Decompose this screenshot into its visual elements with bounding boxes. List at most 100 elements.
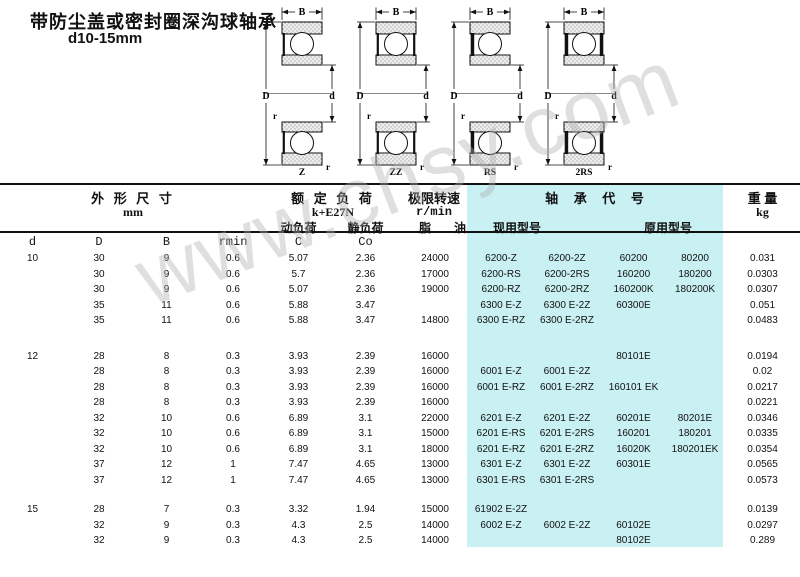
dim-label-d: d (329, 91, 335, 102)
table-cell-d: 10 (26, 253, 39, 264)
table-cell-C: 3.93 (288, 397, 309, 408)
table-cell-orig2: 80200 (681, 253, 709, 264)
table-cell-speed: 22000 (421, 412, 449, 424)
table-cell-speed: 16000 (421, 397, 449, 408)
table-cell-B: 11 (161, 299, 172, 311)
table-cell-B: 8 (163, 366, 170, 377)
table-cell-d (0, 313, 65, 329)
header-original-model: 原用型号 (643, 221, 692, 235)
table-cell-B: 10 (160, 428, 173, 439)
table-cell-Co: 2.5 (358, 519, 373, 531)
table-cell-orig1 (602, 473, 665, 489)
table-cell-r: 0.6 (226, 253, 240, 264)
table-cell-B: 10 (160, 412, 173, 424)
table-cell-orig1: 160201 (616, 428, 651, 439)
table-cell-r: 0.6 (226, 412, 240, 424)
col-label-D: D (95, 235, 103, 249)
table-cell-d (0, 518, 65, 534)
table-cell-orig1: 160200 (616, 268, 651, 280)
table-cell-speed: 13000 (421, 474, 449, 486)
dim-label-D: D (450, 91, 457, 102)
table-cell-B: 10 (160, 443, 173, 455)
table-cell-B: 9 (163, 268, 170, 280)
variant-label: RS (484, 168, 496, 176)
table-cell-wt: 0.0354 (747, 443, 778, 455)
table-cell-D: 28 (93, 350, 105, 362)
table-cell-wt: 0.0297 (747, 519, 778, 531)
group-spacer (0, 488, 800, 502)
table-cell-C: 7.47 (288, 459, 309, 470)
table-cell-r: 0.3 (226, 397, 240, 408)
table-cell-orig2: 180201EK (671, 443, 719, 455)
table-cell-orig1: 60200 (619, 253, 648, 264)
dim-label-r-right: r (608, 162, 612, 172)
table-cell-C: 4.3 (291, 519, 306, 531)
table-cell-wt: 0.289 (749, 535, 776, 546)
table-cell-speed: 18000 (421, 443, 449, 455)
table-cell-Co: 3.47 (355, 299, 376, 311)
table-cell-orig1: 60201E (616, 412, 651, 424)
dim-label-B: B (393, 7, 400, 18)
dim-label-d: d (423, 91, 429, 102)
table-cell-d (0, 298, 65, 314)
table-cell-wt: 0.0573 (747, 474, 778, 486)
table-cell-r: 0.6 (226, 443, 240, 455)
col-label-d: d (28, 235, 37, 249)
header-current-model: 现用型号 (492, 221, 541, 235)
table-cell-Co: 2.39 (355, 350, 376, 362)
table-cell-speed: 15000 (421, 428, 449, 439)
table-cell-wt: 0.0303 (747, 268, 778, 280)
table-cell-cur1: 6300 E-Z (480, 299, 522, 311)
table-cell-r: 0.3 (226, 350, 240, 362)
table-cell-B: 8 (163, 381, 170, 393)
table-cell-orig2 (665, 395, 725, 411)
table-cell-orig2 (665, 533, 725, 549)
table-cell-Co: 4.65 (355, 474, 376, 486)
table-cell-orig2 (665, 502, 725, 518)
table-cell-Co: 1.94 (355, 504, 376, 515)
table-cell-orig1 (602, 395, 665, 411)
table-cell-Co: 2.39 (355, 381, 376, 393)
dim-label-r-left: r (367, 111, 371, 121)
table-cell-orig1 (602, 313, 665, 329)
table-cell-d (0, 267, 65, 283)
header-rated-load-unit: k+E27N (311, 205, 355, 219)
table-cell-wt: 0.051 (749, 299, 776, 311)
table-cell-orig1: 60301E (616, 459, 651, 470)
table-cell-r: 0.6 (226, 299, 240, 311)
table-cell-speed: 24000 (421, 253, 449, 264)
table-cell-r: 0.3 (226, 366, 240, 377)
table-cell-speed: 19000 (421, 284, 449, 295)
col-label-C: C (294, 235, 303, 249)
header-limit-speed-unit: r/min (415, 205, 452, 219)
dim-label-D: D (262, 91, 269, 102)
table-cell-d: 12 (26, 350, 39, 362)
table-cell-cur2: 6200-2RZ (544, 284, 590, 295)
table-cell-C: 3.93 (288, 381, 309, 393)
table-cell-cur2 (532, 502, 602, 518)
table-cell-cur1: 6300 E-RZ (476, 315, 526, 326)
table-cell-C: 5.88 (288, 315, 309, 326)
table-cell-D: 32 (93, 535, 105, 546)
variant-label: 2RS (576, 168, 593, 176)
table-cell-r: 0.6 (226, 428, 240, 439)
table-cell-C: 6.89 (288, 443, 309, 455)
header-dimensions-unit: mm (123, 205, 143, 219)
table-cell-cur2: 6201 E-2RS (539, 428, 595, 439)
page-title: 带防尘盖或密封圈深沟球轴承 (30, 12, 277, 32)
table-cell-speed: 13000 (421, 459, 449, 470)
table-cell-cur1: 6001 E-Z (480, 366, 522, 377)
dim-label-r-left: r (273, 111, 277, 121)
table-cell-orig1: 60300E (616, 299, 651, 311)
table-cell-d (0, 457, 65, 473)
dim-label-d: d (611, 91, 617, 102)
table-cell-C: 5.07 (288, 284, 309, 295)
table-cell-B: 8 (163, 397, 170, 408)
